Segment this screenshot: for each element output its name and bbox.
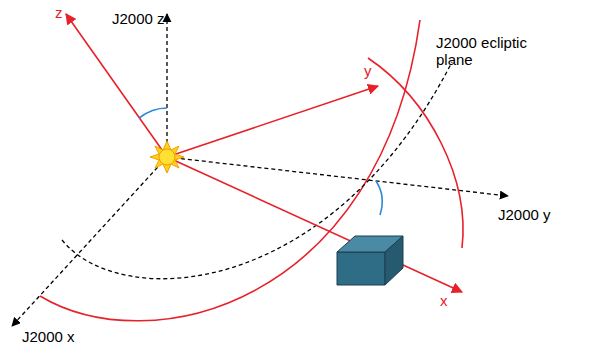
j2000-z-axis [166,14,167,157]
plane-label: J2000 ecliptic plane [436,34,546,68]
axis-label: J2000 y [498,206,551,223]
orbit-arc [40,20,420,321]
axis-label: J2000 x [22,328,75,345]
sun-symbol [150,141,184,173]
axis-label: J2000 z [112,10,165,27]
spacecraft-box [337,236,403,285]
angle-arc [139,108,167,118]
y-axis [167,86,378,157]
orbit-arc [368,58,463,248]
angle-arc [376,181,382,215]
x-axis [167,157,462,292]
axis-label: x [440,292,448,309]
axis-label: y [364,62,372,79]
j2000-y-axis [167,157,508,196]
axis-label: z [55,4,63,21]
j2000-x-axis [12,157,167,326]
z-axis [66,14,167,157]
